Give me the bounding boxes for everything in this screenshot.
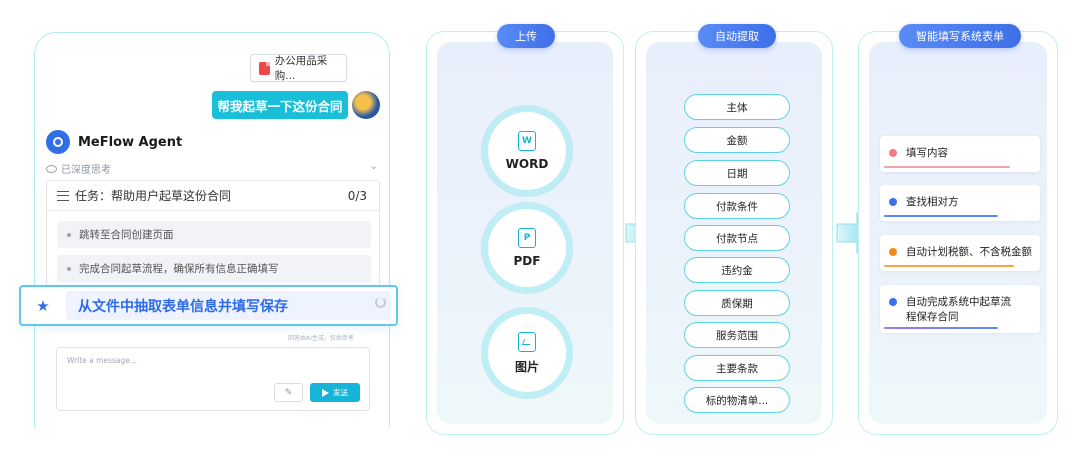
attach-button[interactable]: ✎ xyxy=(274,383,303,402)
star-icon: ★ xyxy=(36,297,49,315)
upload-item-label: WORD xyxy=(506,157,549,171)
task-card: 任务：帮助用户起草这份合同 0/3 跳转至合同创建页面 完成合同起草流程，确保所… xyxy=(46,180,380,288)
task-step: 跳转至合同创建页面 xyxy=(57,221,371,248)
star-tile: ★ xyxy=(21,287,65,324)
word-file-icon: W xyxy=(518,131,536,151)
status-dot xyxy=(889,248,897,256)
agent-name: MeFlow Agent xyxy=(78,135,182,150)
task-title: 任务：帮助用户起草这份合同 xyxy=(75,187,231,204)
extract-field: 违约金 xyxy=(684,257,790,283)
paperclip-icon: ✎ xyxy=(285,388,293,398)
chevron-down-icon: ⌄ xyxy=(370,161,378,172)
progress-bar xyxy=(884,265,1014,267)
extract-field: 日期 xyxy=(684,160,790,186)
extract-title: 自动提取 xyxy=(698,24,776,48)
fill-step-label: 自动计划税额、不含税金额 xyxy=(906,246,1032,258)
upload-item-label: 图片 xyxy=(515,358,539,375)
status-dot xyxy=(889,198,897,206)
extract-field: 标的物清单... xyxy=(684,387,790,413)
send-label: 发送 xyxy=(333,387,348,398)
ai-disclaimer: 回答由AI生成，仅供参考 xyxy=(288,333,354,342)
task-header[interactable]: 任务：帮助用户起草这份合同 xyxy=(47,181,379,211)
progress-bar xyxy=(884,215,998,217)
upload-item-image[interactable]: 图片 xyxy=(488,314,566,392)
task-progress: 0/3 xyxy=(348,189,367,203)
extract-field: 主要条款 xyxy=(684,355,790,381)
upload-item-pdf[interactable]: P PDF xyxy=(488,209,566,287)
image-file-icon xyxy=(518,332,536,352)
thinking-status-toggle[interactable]: 已深度思考 ⌄ xyxy=(46,161,380,176)
loading-spinner-icon xyxy=(375,297,386,308)
fill-step-card: 自动计划税额、不含税金额 xyxy=(880,235,1040,271)
fill-step-label: 填写内容 xyxy=(906,147,948,159)
eye-icon xyxy=(46,165,57,173)
highlighted-task-step: ★ 从文件中抽取表单信息并填写保存 xyxy=(19,285,398,326)
user-avatar xyxy=(352,91,380,119)
progress-bar xyxy=(884,327,998,329)
pdf-icon xyxy=(259,62,270,75)
task-step: 完成合同起草流程，确保所有信息正确填写 xyxy=(57,255,371,282)
upload-title: 上传 xyxy=(497,24,555,48)
send-icon xyxy=(322,389,329,397)
thinking-status: 已深度思考 xyxy=(61,161,111,176)
extract-field: 质保期 xyxy=(684,290,790,316)
fill-step-card: 查找相对方 xyxy=(880,185,1040,221)
user-message-bubble: 帮我起草一下这份合同 xyxy=(212,91,348,119)
fill-step-label: 查找相对方 xyxy=(906,196,959,208)
attached-file-chip[interactable]: 办公用品采购... xyxy=(250,54,347,82)
message-input-box[interactable]: Write a message... ✎ 发送 xyxy=(56,347,370,411)
fill-step-card: 自动完成系统中起草流程保存合同 xyxy=(880,285,1040,333)
status-dot xyxy=(889,298,897,306)
task-step-label: 完成合同起草流程，确保所有信息正确填写 xyxy=(79,261,279,276)
extract-field: 主体 xyxy=(684,94,790,120)
highlighted-step-label: 从文件中抽取表单信息并填写保存 xyxy=(66,291,391,320)
task-step-label: 跳转至合同创建页面 xyxy=(79,227,174,242)
pdf-file-icon: P xyxy=(518,228,536,248)
extract-field: 金额 xyxy=(684,127,790,153)
bullet-icon xyxy=(67,233,71,237)
send-button[interactable]: 发送 xyxy=(310,383,360,402)
bullet-icon xyxy=(67,267,71,271)
upload-item-word[interactable]: W WORD xyxy=(488,112,566,190)
extract-field: 服务范围 xyxy=(684,322,790,348)
fill-step-label: 自动完成系统中起草流程保存合同 xyxy=(906,296,1011,323)
file-name: 办公用品采购... xyxy=(275,53,346,83)
form-fill-title: 智能填写系统表单 xyxy=(899,24,1021,48)
extract-field: 付款节点 xyxy=(684,225,790,251)
form-fill-panel xyxy=(858,31,1058,435)
fill-step-card: 填写内容 xyxy=(880,136,1040,172)
status-dot xyxy=(889,149,897,157)
upload-item-label: PDF xyxy=(514,254,541,268)
agent-logo-icon xyxy=(46,130,70,154)
extract-field: 付款条件 xyxy=(684,193,790,219)
message-input-placeholder[interactable]: Write a message... xyxy=(67,356,137,365)
progress-bar xyxy=(884,166,1010,168)
task-list-icon xyxy=(57,191,69,201)
